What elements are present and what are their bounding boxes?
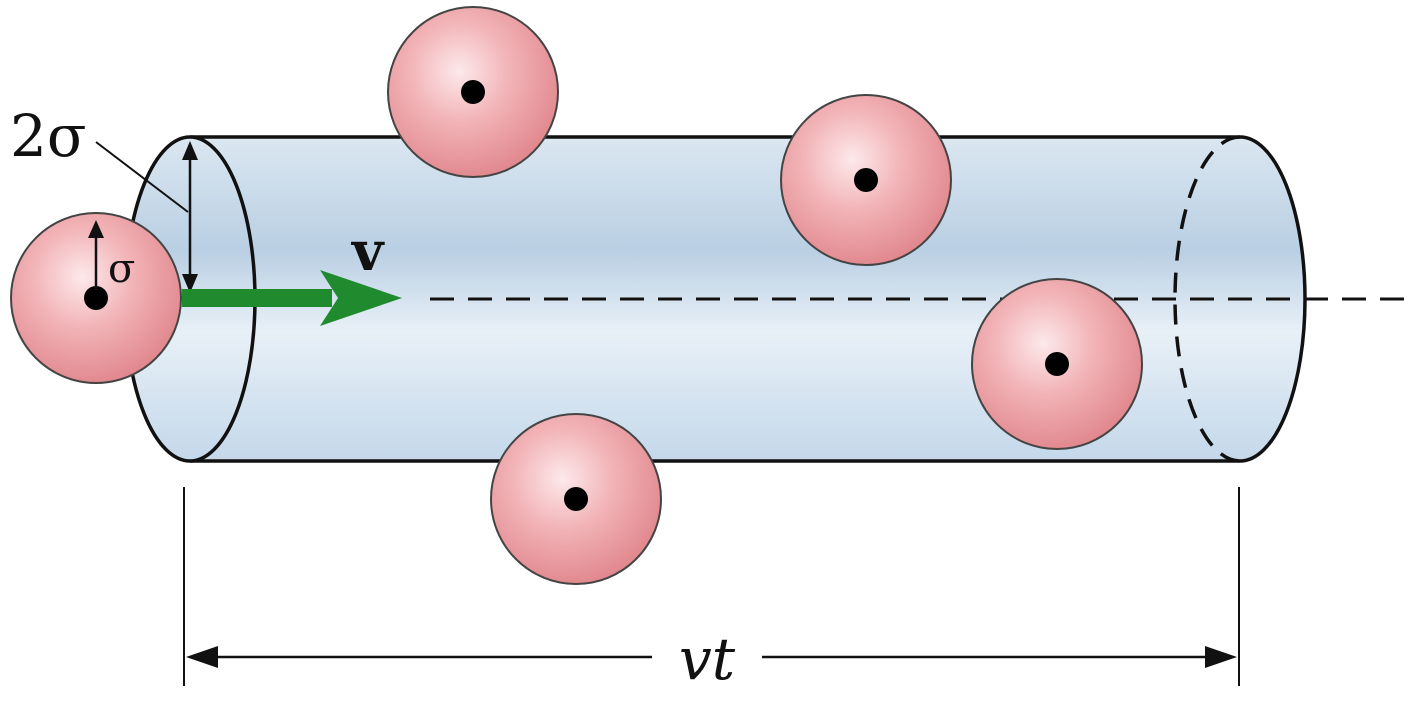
cylinder-right-end-back bbox=[1173, 135, 1241, 463]
length-dimension bbox=[183, 487, 1240, 686]
sigma-label: σ bbox=[108, 246, 135, 292]
velocity-arrow bbox=[182, 270, 402, 326]
velocity-label: v bbox=[351, 219, 385, 283]
two-sigma-label: 2σ bbox=[10, 102, 87, 170]
molecule-top-right bbox=[780, 94, 952, 266]
molecule-middle-right bbox=[971, 278, 1143, 450]
two-sigma-leader bbox=[95, 141, 189, 213]
sigma-arrow bbox=[88, 220, 104, 290]
length-label: vt bbox=[679, 625, 736, 693]
molecule-bottom bbox=[490, 413, 662, 585]
molecule-top-left bbox=[387, 6, 559, 178]
molecule-moving bbox=[10, 212, 182, 384]
two-sigma-arrow bbox=[182, 141, 198, 293]
